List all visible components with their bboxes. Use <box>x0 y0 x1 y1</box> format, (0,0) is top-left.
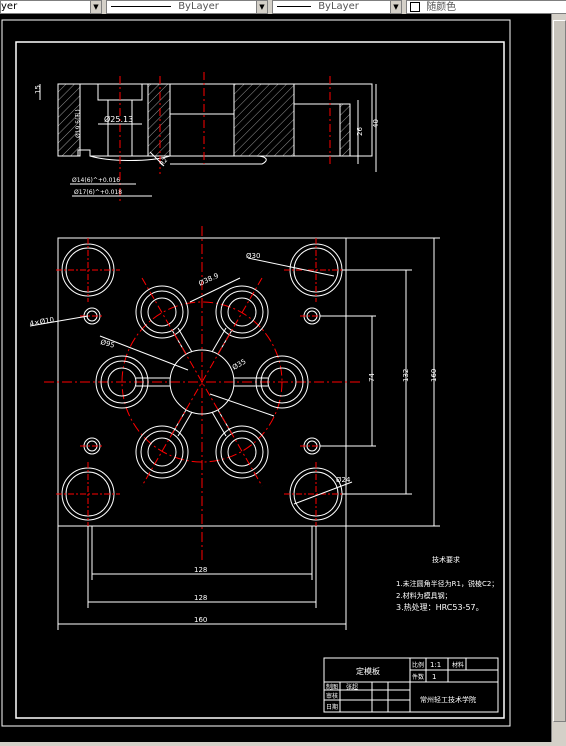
chamfer-text: R2 <box>158 157 169 168</box>
part-name: 定模板 <box>356 666 380 676</box>
cad-drawing: 15 Ø25.13 26 40 Ø19.5(孔) R2 Ø14(6)^+0.01… <box>1 19 511 727</box>
lineweight-sample-line <box>277 5 311 7</box>
hatch-block-3 <box>233 83 295 157</box>
plan-view: Ø30 Ø38.9 4×Ø10 Ø95 Ø35 Ø24 74 132 160 1… <box>29 226 440 630</box>
cavity-ring-2 <box>215 285 269 339</box>
chevron-down-icon[interactable]: ▼ <box>390 1 401 13</box>
dim-128b: 128 <box>194 594 207 602</box>
dim-hole-30: Ø30 <box>246 252 260 260</box>
hatch-block-1 <box>57 83 81 157</box>
cavity-ring-3 <box>95 355 149 409</box>
lineweight-dropdown[interactable]: ByLayer ▼ <box>272 0 402 14</box>
cavity-rings <box>95 285 309 479</box>
chevron-down-icon[interactable]: ▼ <box>256 1 267 13</box>
scrollbar-thumb[interactable] <box>553 20 566 722</box>
thread-dim-2: Ø17(6)^+0.018 <box>74 189 122 196</box>
dim-pin: Ø24 <box>336 476 351 484</box>
check-label: 审核 <box>326 692 338 700</box>
thread-dim-1: Ø14(6)^+0.016 <box>72 177 120 184</box>
qty-label: 件数 <box>412 673 424 681</box>
color-swatch <box>410 2 420 12</box>
cavity-ring-5 <box>135 425 189 479</box>
dim-bolt-circle: Ø95 <box>99 338 115 349</box>
cavity-ring-1 <box>135 285 189 339</box>
dim-15-text: 15 <box>34 85 42 94</box>
leader-95 <box>99 335 189 371</box>
bolt-circle-centerline <box>121 301 283 463</box>
dim-74: 74 <box>368 373 376 382</box>
hatch-block-2 <box>147 83 171 157</box>
leader-35 <box>209 393 275 417</box>
date-label: 日期 <box>326 703 338 711</box>
dim-160v: 160 <box>430 369 438 382</box>
lower-profile <box>170 155 267 165</box>
layer-dropdown[interactable]: yer ▼ <box>0 0 102 14</box>
scale-label: 比例 <box>412 661 424 669</box>
section-view: 15 Ø25.13 26 40 Ø19.5(孔) R2 Ø14(6)^+0.01… <box>34 72 380 204</box>
qty-value: 1 <box>432 673 436 681</box>
linetype-sample-line <box>111 5 171 7</box>
cavity-ring-4 <box>255 355 309 409</box>
chevron-down-icon[interactable]: ▼ <box>90 1 101 13</box>
color-dropdown[interactable]: 随颜色 <box>406 0 566 14</box>
school-name: 常州轻工技术学院 <box>420 695 476 704</box>
dim-128a: 128 <box>194 566 207 574</box>
notes-line-3: 3.热处理：HRC53-57。 <box>396 602 484 612</box>
technical-notes: 技术要求 1.未注圆角半径为R1，锐棱C2； 2.材料为模具钢； 3.热处理：H… <box>396 555 498 612</box>
leader-30 <box>247 257 335 277</box>
hole-center-marks <box>56 238 348 526</box>
dim-holes-4x10: 4×Ø10 <box>29 316 55 328</box>
lineweight-label: ByLayer <box>318 1 359 12</box>
thread-label-left: Ø19.5(孔) <box>74 109 82 138</box>
leader-24 <box>293 481 353 505</box>
scale-value: 1:1 <box>430 661 441 669</box>
sheet-outer-border <box>1 19 511 727</box>
material-label: 材料 <box>452 661 464 669</box>
drawn-by: 张超 <box>346 683 358 691</box>
notes-line-2: 2.材料为模具钢； <box>396 591 452 600</box>
title-block-frame <box>323 657 499 713</box>
properties-toolbar: yer ▼ ByLayer ▼ ByLayer ▼ 随颜色 <box>0 0 566 15</box>
drawn-label: 制图 <box>326 683 338 691</box>
linetype-dropdown[interactable]: ByLayer ▼ <box>106 0 268 14</box>
title-block <box>323 657 499 713</box>
center-hub <box>169 349 235 415</box>
dim-40-text: 40 <box>372 119 380 128</box>
leader-38 <box>189 277 241 303</box>
color-label: 随颜色 <box>426 2 457 13</box>
dim-circle-38: Ø38.9 <box>197 272 220 288</box>
dim-bore-text: Ø25.13 <box>104 114 133 124</box>
cavity-ring-6 <box>215 425 269 479</box>
notes-line-1: 1.未注圆角半径为R1，锐棱C2； <box>396 579 498 588</box>
vertical-scrollbar[interactable] <box>551 14 566 742</box>
layer-combo-text: yer <box>1 1 18 12</box>
notes-title: 技术要求 <box>432 555 460 564</box>
dim-132: 132 <box>402 369 410 382</box>
title-block-text: 定模板 比例 1:1 材料 件数 1 制图 张超 审核 日期 常州轻工技术学院 <box>326 661 476 711</box>
linetype-label: ByLayer <box>178 1 219 12</box>
dim-160h: 160 <box>194 616 207 624</box>
leader-4x10 <box>29 315 89 327</box>
sheet-inner-border <box>15 41 505 719</box>
chamfer-leader <box>149 151 165 167</box>
dim-26-text: 26 <box>356 127 364 136</box>
hatch-block-4 <box>339 103 351 157</box>
drawing-canvas[interactable]: 15 Ø25.13 26 40 Ø19.5(孔) R2 Ø14(6)^+0.01… <box>0 14 566 742</box>
chamfer-curve <box>89 155 171 161</box>
dim-hub: Ø35 <box>231 358 247 372</box>
